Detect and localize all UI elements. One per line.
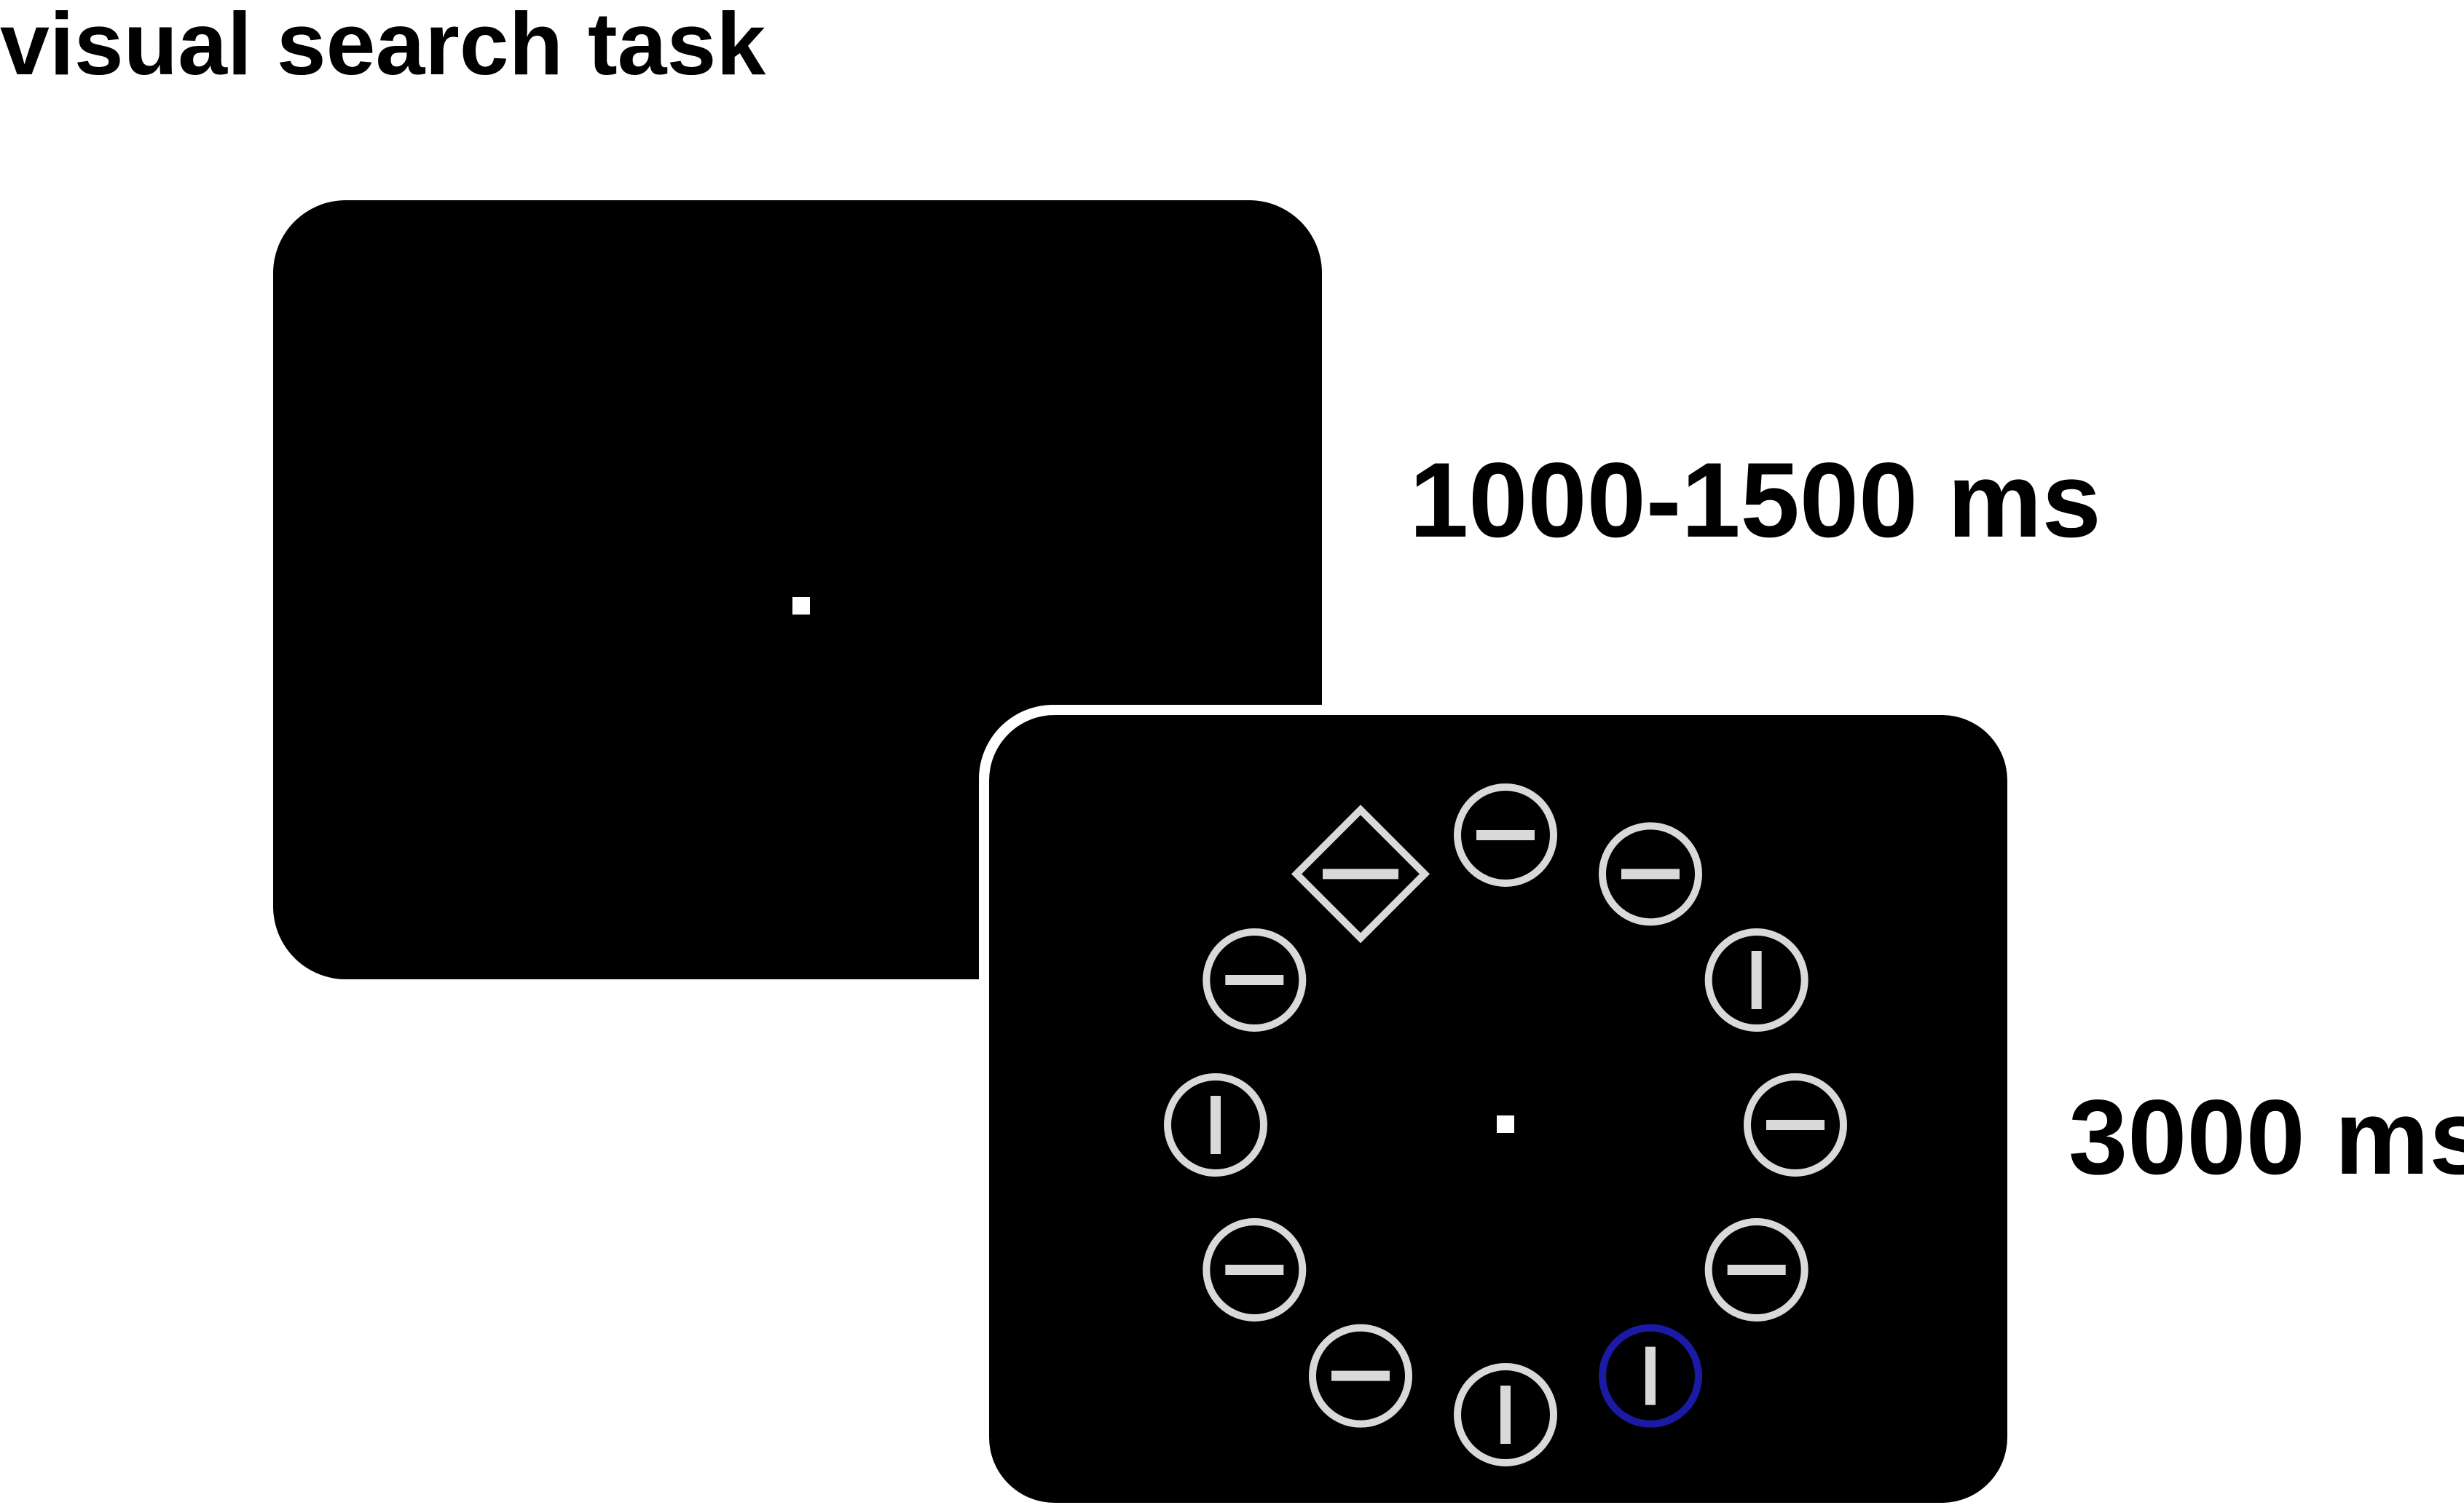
search-item-circle [1599, 822, 1702, 926]
search-item-circle [1203, 928, 1307, 1032]
circle-shape [1454, 1363, 1557, 1466]
search-screen [979, 705, 2010, 1505]
search-item-array [1164, 783, 1847, 1466]
circle-shape [1704, 1218, 1808, 1322]
circle-shape [1454, 783, 1557, 887]
search-fixation-point [1497, 1115, 1514, 1133]
circle-shape [1744, 1073, 1847, 1177]
search-item-circle [1599, 1324, 1702, 1428]
search-item-circle [1203, 1218, 1307, 1322]
circle-shape [1309, 1324, 1412, 1428]
search-item-circle [1454, 1363, 1557, 1466]
search-screen-background [989, 715, 2007, 1503]
search-item-circle [1704, 928, 1808, 1032]
fixation-duration-label: 1000-1500 ms [1409, 441, 2101, 559]
search-item-circle [1454, 783, 1557, 887]
search-duration-label: 3000 ms [2069, 1078, 2464, 1196]
circle-shape [1203, 1218, 1307, 1322]
circle-shape [1203, 928, 1307, 1032]
search-item-circle [1164, 1073, 1267, 1177]
diamond-shape [1291, 805, 1430, 944]
circle-shape [1599, 822, 1702, 926]
search-item-circle [1309, 1324, 1412, 1428]
circle-shape [1164, 1073, 1267, 1177]
search-item-circle [1704, 1218, 1808, 1322]
fixation-point [792, 597, 810, 615]
search-item-diamond [1291, 805, 1430, 944]
circle-shape [1704, 928, 1808, 1032]
circle-shape [1599, 1324, 1702, 1428]
figure-title: visual search task [0, 0, 765, 93]
search-item-circle [1744, 1073, 1847, 1177]
